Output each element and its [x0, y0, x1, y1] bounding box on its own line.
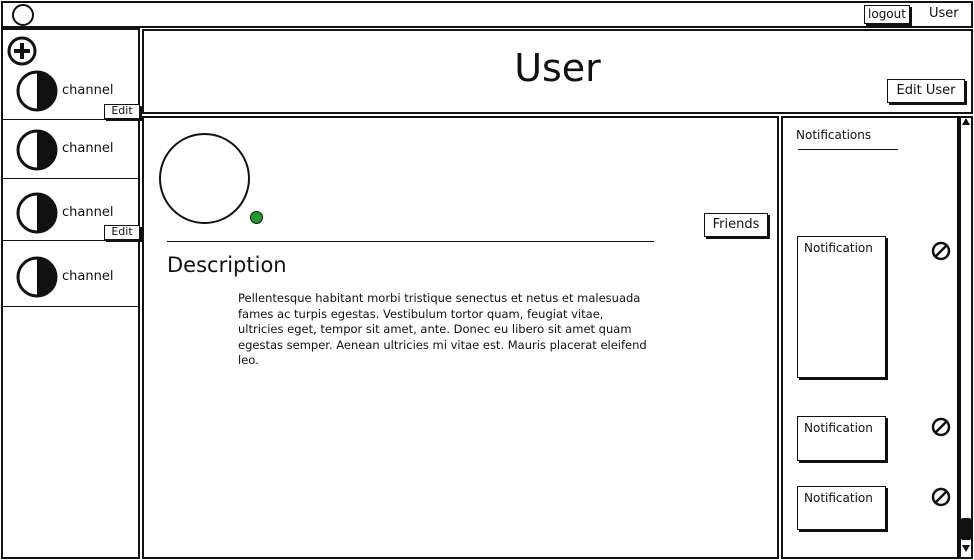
notifications-scrollbar[interactable]	[959, 116, 973, 559]
half-moon-icon	[16, 192, 58, 234]
user-menu-link[interactable]: User	[929, 6, 959, 21]
half-moon-icon	[16, 70, 58, 112]
notification-card[interactable]: Notification	[797, 416, 886, 461]
top-bar	[1, 1, 973, 28]
page-title: User	[514, 46, 601, 90]
block-icon[interactable]	[931, 487, 951, 507]
block-icon[interactable]	[931, 417, 951, 437]
friends-button[interactable]: Friends	[704, 213, 768, 237]
block-icon[interactable]	[931, 241, 951, 261]
notifications-title-underline	[798, 149, 898, 150]
online-status-indicator	[250, 211, 263, 224]
scroll-down-arrow-icon[interactable]	[961, 544, 971, 553]
description-heading: Description	[167, 253, 287, 277]
scroll-up-arrow-icon[interactable]	[961, 117, 971, 126]
notification-card[interactable]: Notification	[797, 236, 886, 378]
notifications-title: Notifications	[796, 128, 872, 142]
channel-label: channel	[62, 83, 114, 98]
logo-icon	[12, 4, 34, 26]
channel-label: channel	[62, 205, 114, 220]
half-moon-icon	[16, 256, 58, 298]
logout-button[interactable]: logout	[864, 5, 910, 24]
profile-divider	[167, 241, 654, 242]
channel-item[interactable]: channel	[3, 120, 139, 179]
avatar	[159, 133, 250, 224]
edit-user-button[interactable]: Edit User	[887, 79, 965, 103]
notification-label: Notification	[804, 491, 873, 505]
channel-item[interactable]: channel Edit	[3, 64, 140, 120]
channel-item[interactable]: channel Edit	[3, 179, 140, 241]
channel-edit-button[interactable]: Edit	[104, 225, 140, 240]
channel-label: channel	[62, 269, 114, 284]
notification-card[interactable]: Notification	[797, 486, 886, 530]
notification-label: Notification	[804, 241, 873, 255]
add-channel-icon[interactable]	[7, 36, 37, 66]
channel-item[interactable]: channel	[3, 241, 139, 307]
description-text: Pellentesque habitant morbi tristique se…	[238, 291, 647, 368]
scrollbar-thumb[interactable]	[961, 518, 971, 540]
channel-label: channel	[62, 141, 114, 156]
notification-label: Notification	[804, 421, 873, 435]
page-header	[142, 29, 973, 114]
half-moon-icon	[16, 129, 58, 171]
channel-edit-button[interactable]: Edit	[104, 104, 140, 119]
